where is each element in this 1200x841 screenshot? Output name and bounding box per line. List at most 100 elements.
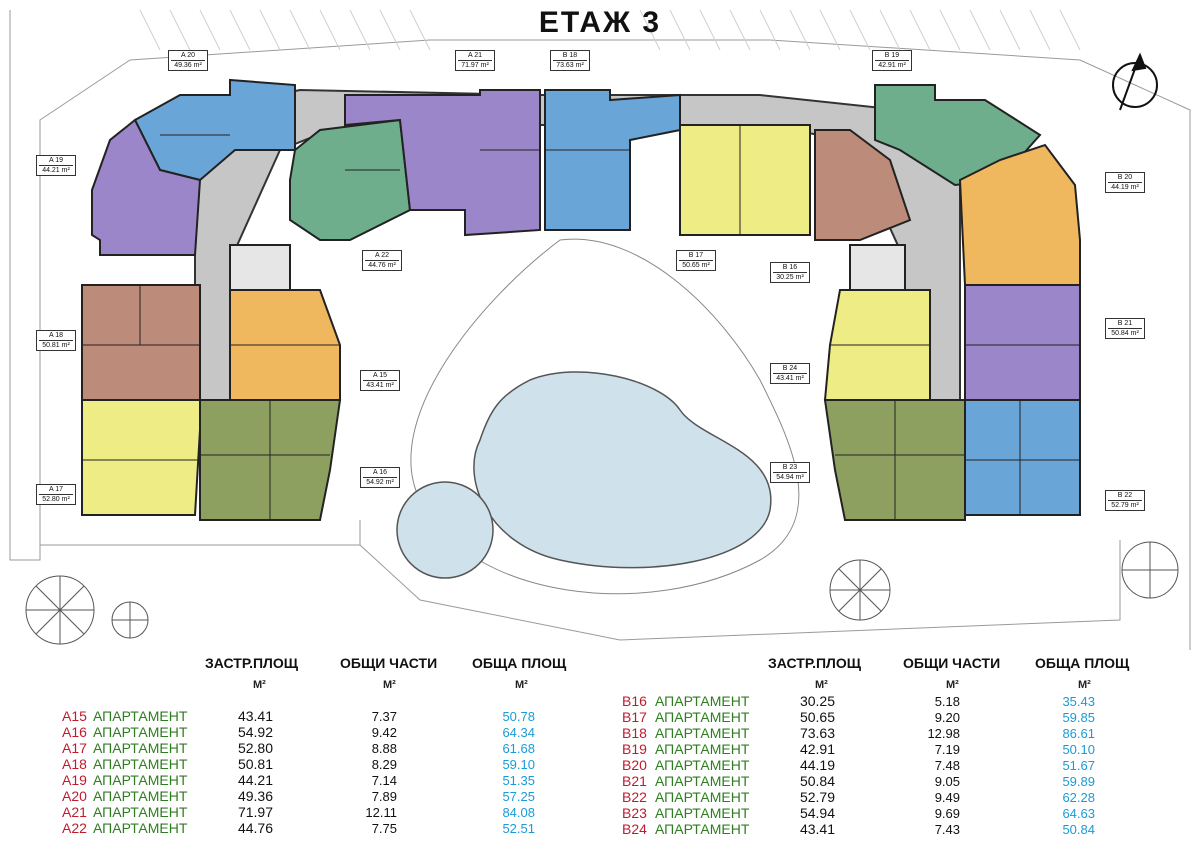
apartment-kind: АПАРТАМЕНТ	[93, 708, 188, 724]
common-parts-value: 7.37	[371, 709, 397, 724]
apartment-b22	[964, 399, 1081, 516]
apartment-a18	[81, 284, 201, 401]
built-area-value: 44.21	[237, 772, 273, 788]
apartment-kind: АПАРТАМЕНТ	[93, 740, 188, 756]
apartment-code: B20	[622, 757, 647, 773]
garden-path	[410, 238, 800, 595]
total-area-value: 50.10	[1062, 742, 1095, 757]
table-row: A15 АПАРТАМЕНТ 43.41 7.37 50.78	[0, 708, 1200, 725]
built-area-value: 52.79	[799, 789, 835, 805]
unit-label: М²	[815, 679, 828, 691]
common-parts-value: 9.20	[934, 710, 960, 725]
apartment-kind: АПАРТАМЕНТ	[655, 773, 750, 789]
apartment-code: B21	[622, 773, 647, 789]
total-area-value: 59.85	[1062, 710, 1095, 725]
north-arrow-icon	[1112, 52, 1158, 111]
pool	[473, 371, 772, 569]
apartment-a22	[289, 118, 412, 241]
total-area-value: 50.84	[1062, 822, 1095, 837]
apartment-code: B24	[622, 821, 647, 837]
apartment-code: A22	[62, 820, 87, 836]
built-area-value: 30.25	[799, 693, 835, 709]
common-parts-value: 7.48	[934, 758, 960, 773]
tree-icons	[25, 541, 1179, 645]
table-row: B24 АПАРТАМЕНТ 43.41 7.43 50.84	[0, 821, 1200, 838]
total-area-value: 35.43	[1062, 694, 1095, 709]
pool-round	[396, 481, 494, 579]
built-area-value: 44.76	[237, 820, 273, 836]
header-common-parts: ОБЩИ ЧАСТИ	[903, 655, 1001, 671]
apartment-code: A17	[62, 740, 87, 756]
apartment-code: B23	[622, 805, 647, 821]
table-row: B20 АПАРТАМЕНТ 44.19 7.48 51.67	[0, 757, 1200, 774]
apartment-kind: АПАРТАМЕНТ	[655, 693, 750, 709]
built-area-value: 71.97	[237, 804, 273, 820]
floor-title: ЕТАЖ 3	[538, 6, 662, 39]
common-parts-value: 9.05	[934, 774, 960, 789]
stair-right	[849, 244, 906, 291]
header-built-area: ЗАСТР.ПЛОЩ	[768, 655, 862, 671]
apartment-code: A15	[62, 708, 87, 724]
total-area-value: 50.78	[502, 709, 535, 724]
apartment-kind: АПАРТАМЕНТ	[655, 709, 750, 725]
total-area-value: 86.61	[1062, 726, 1095, 741]
total-area-value: 51.67	[1062, 758, 1095, 773]
apartment-kind: АПАРТАМЕНТ	[655, 821, 750, 837]
total-area-value: 57.25	[502, 789, 535, 804]
built-area-value: 50.84	[799, 773, 835, 789]
built-area-value: 43.41	[237, 708, 273, 724]
built-area-value: 54.94	[799, 805, 835, 821]
apartment-a21	[344, 89, 541, 237]
stair-left	[229, 244, 291, 291]
total-area-value: 51.35	[502, 773, 535, 788]
unit-label: М²	[946, 679, 959, 691]
total-area-value: 62.28	[1062, 790, 1095, 805]
total-area-value: 61.68	[502, 741, 535, 756]
apartment-kind: АПАРТАМЕНТ	[93, 756, 188, 772]
built-area-value: 43.41	[799, 821, 835, 837]
total-area-value: 64.63	[1062, 806, 1095, 821]
apartment-code: B22	[622, 789, 647, 805]
unit-label: М²	[383, 679, 396, 691]
apartment-code: B17	[622, 709, 647, 725]
total-area-value: 59.89	[1062, 774, 1095, 789]
total-area-value: 84.08	[502, 805, 535, 820]
total-area-value: 64.34	[502, 725, 535, 740]
apartment-b16	[814, 129, 912, 241]
built-area-value: 44.19	[799, 757, 835, 773]
header-common-parts: ОБЩИ ЧАСТИ	[340, 655, 438, 671]
apartment-kind: АПАРТАМЕНТ	[93, 772, 188, 788]
apartment-kind: АПАРТАМЕНТ	[93, 724, 188, 740]
interior-walls	[82, 125, 1080, 520]
apartment-kind: АПАРТАМЕНТ	[93, 788, 188, 804]
common-parts-value: 7.89	[371, 789, 397, 804]
common-parts-value: 7.43	[934, 822, 960, 837]
built-area-value: 42.91	[799, 741, 835, 757]
apartment-a17	[81, 399, 201, 516]
built-area-value: 52.80	[237, 740, 273, 756]
apartment-code: A21	[62, 804, 87, 820]
built-area-value: 49.36	[237, 788, 273, 804]
common-parts-value: 12.11	[365, 805, 397, 820]
apartment-code: A20	[62, 788, 87, 804]
common-parts-value: 8.29	[371, 757, 397, 772]
apartment-code: B16	[622, 693, 647, 709]
